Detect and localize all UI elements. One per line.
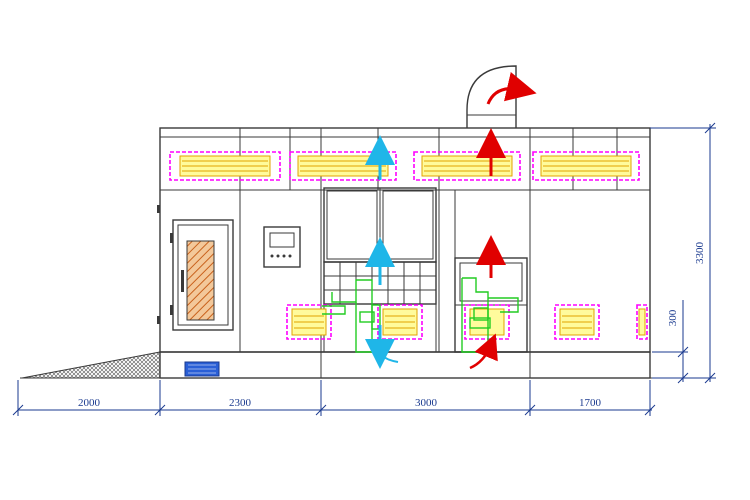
- wall-lamp-lower-edge: [636, 304, 648, 340]
- dimension-label-300: 300: [667, 309, 679, 326]
- horizontal-dimension-line: [12, 380, 656, 416]
- dimension-label-1700: 1700: [579, 397, 602, 409]
- main-door: [323, 187, 437, 263]
- dimension-label-2000: 2000: [78, 397, 101, 409]
- ceiling-lamp-left: [169, 151, 281, 181]
- floor-vent-grille: [184, 361, 220, 377]
- ceiling-lamp-center-right: [413, 151, 521, 181]
- exhaust-chimney: [466, 65, 517, 128]
- dimension-label-3300: 3300: [694, 242, 706, 265]
- dimension-label-3000: 3000: [415, 397, 438, 409]
- entry-ramp: [21, 351, 161, 379]
- cyan-down-arrow-icon: [365, 325, 399, 369]
- ceiling-lamp-right: [532, 151, 640, 181]
- wall-lamp-lower-center: [377, 304, 423, 340]
- dimension-label-2300: 2300: [229, 397, 252, 409]
- wall-lamp-lower-left: [286, 304, 332, 340]
- right-duct-assembly: [461, 277, 519, 353]
- control-panel: [263, 226, 301, 268]
- vertical-dimension-lines: [650, 122, 716, 384]
- red-curved-exhaust-arrow-icon: [486, 72, 537, 105]
- personnel-door: [170, 219, 234, 331]
- left-duct-assembly: [322, 279, 381, 353]
- wall-lamp-lower-unit: [464, 304, 510, 340]
- wall-lamp-lower-right: [554, 304, 600, 340]
- red-up-arrow-icon: [469, 333, 498, 370]
